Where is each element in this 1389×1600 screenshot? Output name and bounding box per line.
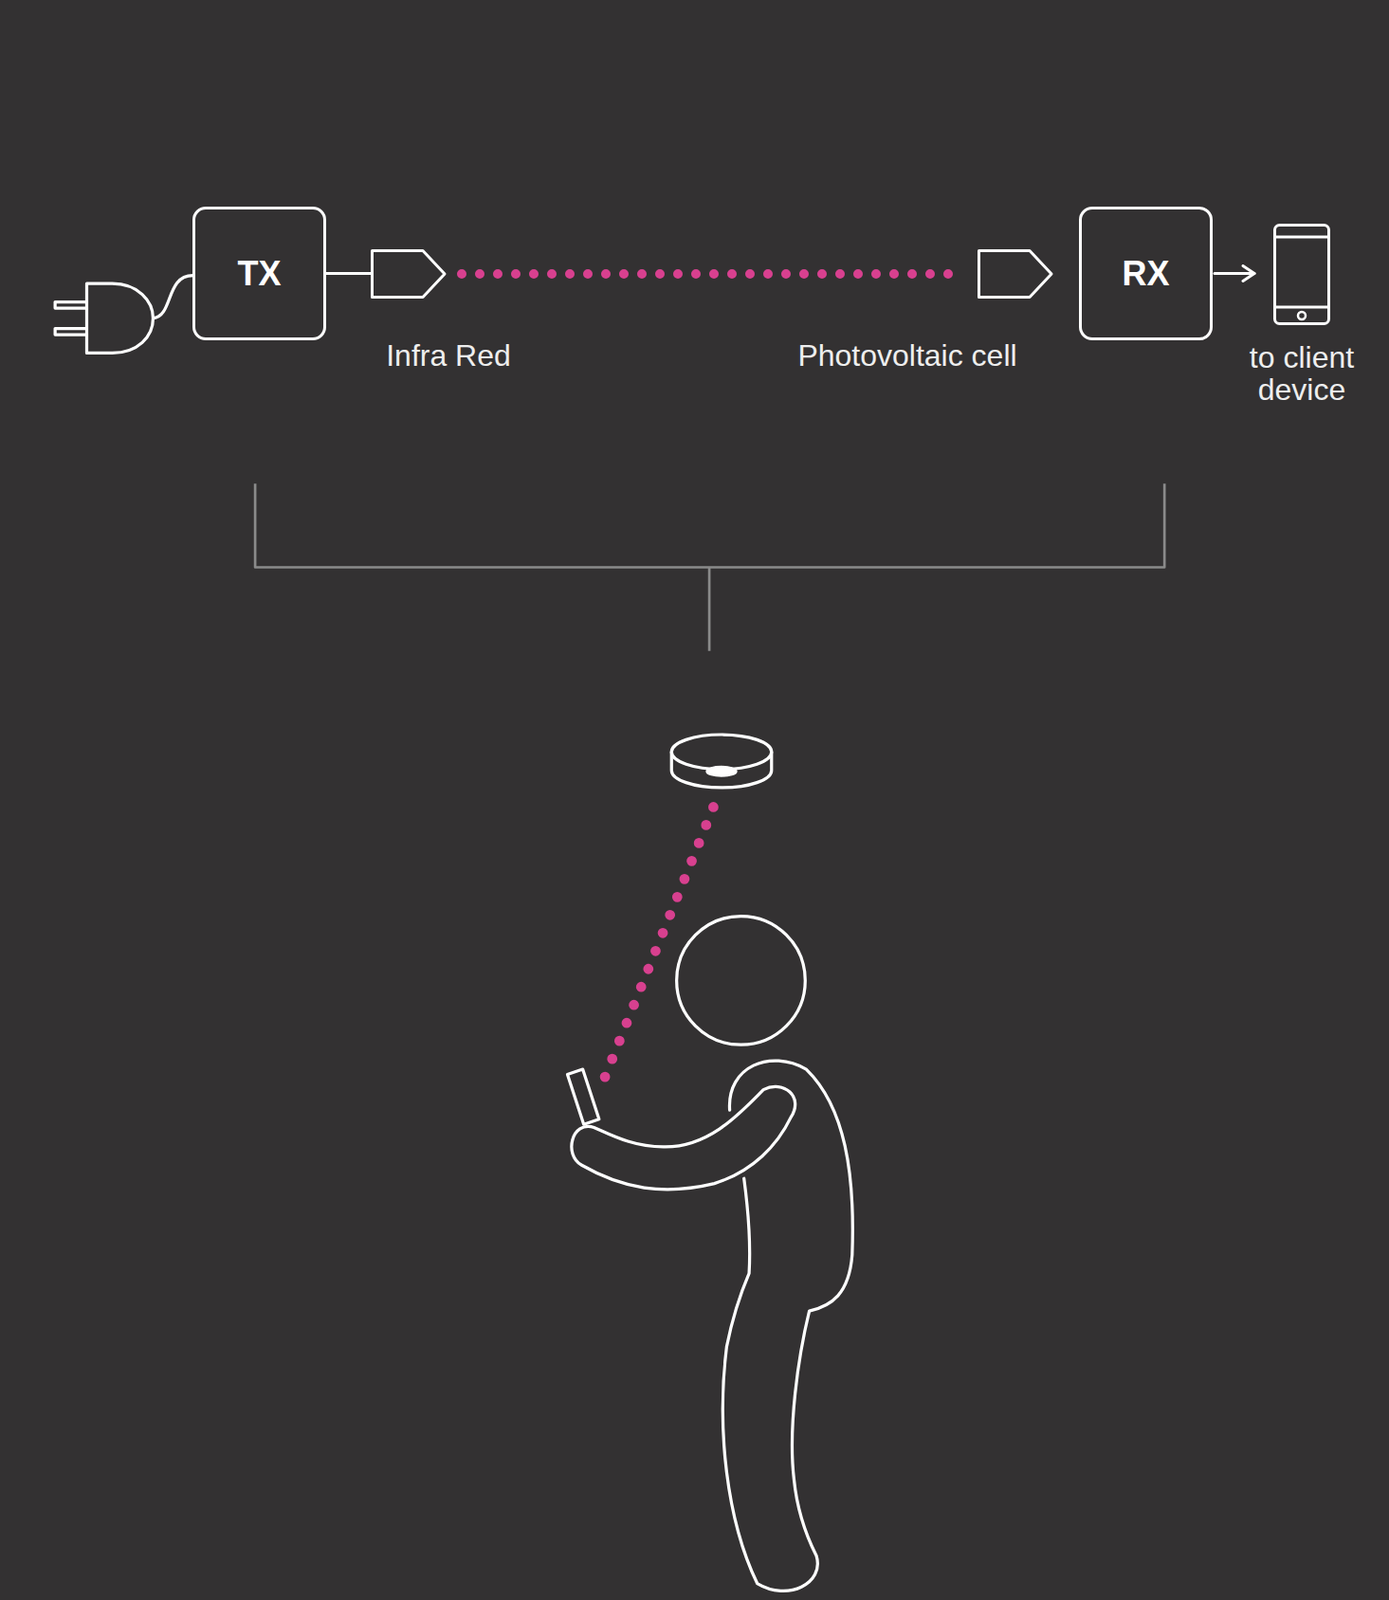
ceiling-transmitter xyxy=(671,734,771,788)
bracket xyxy=(255,483,1165,652)
pentagon-outline xyxy=(979,251,1053,298)
phone-outline xyxy=(1273,223,1331,326)
pentagon-outline xyxy=(370,249,447,299)
phone-outline xyxy=(1275,225,1330,325)
part-label: to client device xyxy=(1221,342,1383,406)
part-label: Photovoltaic cell xyxy=(797,340,1017,373)
wire xyxy=(326,272,371,275)
box-label: RX xyxy=(1121,256,1170,292)
box-label: TX xyxy=(237,256,281,292)
power-plug xyxy=(54,275,193,354)
pentagon-outline xyxy=(372,251,446,298)
output-arrow xyxy=(1214,272,1255,275)
part-label: Infra Red xyxy=(385,340,512,373)
infrared-link xyxy=(461,269,963,279)
power-cord xyxy=(152,275,193,319)
receiver-box: RX xyxy=(1078,206,1213,341)
client-device: to client device xyxy=(1273,223,1331,326)
pentagon-outline xyxy=(977,249,1054,299)
infrared-emitter: Infra Red xyxy=(370,249,447,299)
infrared-beam xyxy=(601,806,713,1087)
person-figure xyxy=(566,916,853,1592)
transmitter-box: TX xyxy=(192,206,327,341)
photovoltaic-cell: Photovoltaic cell xyxy=(977,249,1054,299)
